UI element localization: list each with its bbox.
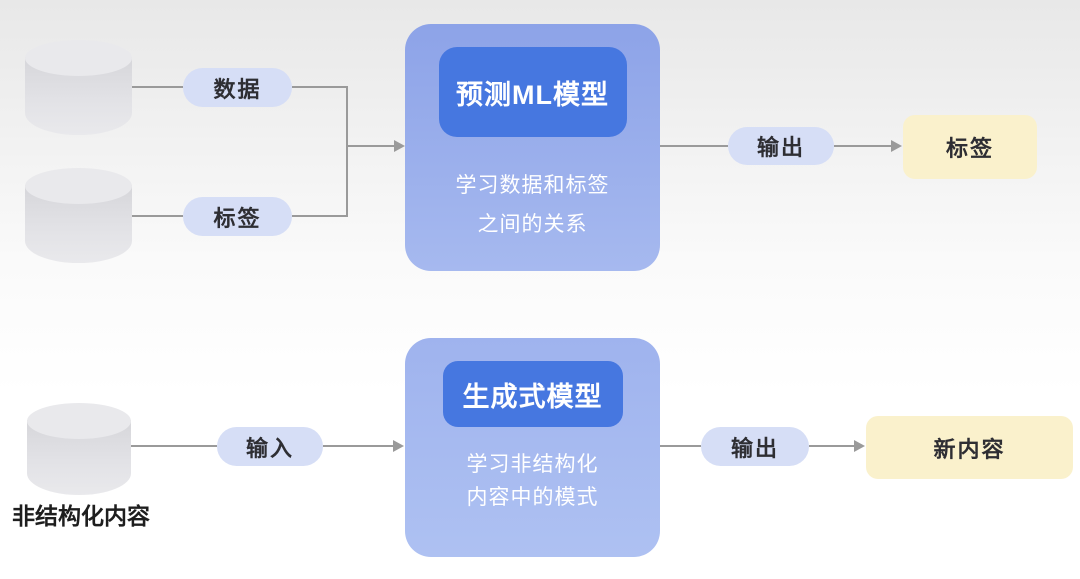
predictive-model-box: 预测ML模型 学习数据和标签 之间的关系 [405,24,660,271]
connector-line [834,145,892,147]
connector-line [323,445,394,447]
result-box-new-content: 新内容 [866,416,1073,479]
arrowhead-icon [393,440,404,452]
predictive-model-title: 预测ML模型 [438,47,627,137]
generative-model-description: 学习非结构化 内容中的模式 [405,448,660,514]
arrowhead-icon [891,140,902,152]
connector-line [346,87,348,217]
connector-line [809,445,855,447]
description-line: 之间的关系 [477,213,588,236]
label-pill: 标签 [183,197,292,236]
database-top [25,40,132,76]
result-box-labels: 标签 [903,115,1037,179]
unstructured-content-label: 非结构化内容 [12,503,150,529]
database-icon [27,403,131,495]
description-line: 内容中的模式 [466,486,599,509]
generative-model-title: 生成式模型 [442,361,623,427]
connector-line [292,86,348,88]
connector-line [132,86,183,88]
connector-line [132,215,183,217]
data-pill: 数据 [183,68,292,107]
arrowhead-icon [854,440,865,452]
description-line: 学习非结构化 [466,453,599,476]
database-icon [25,40,132,135]
input-pill: 输入 [217,427,323,466]
connector-line [292,215,348,217]
predictive-model-description: 学习数据和标签 之间的关系 [405,166,660,244]
generative-model-box: 生成式模型 学习非结构化 内容中的模式 [405,338,660,557]
connector-line [660,145,728,147]
output-pill: 输出 [701,427,809,466]
connector-line [660,445,701,447]
connector-line [131,445,217,447]
arrowhead-icon [394,140,405,152]
output-pill: 输出 [728,127,834,165]
database-icon [25,168,132,263]
description-line: 学习数据和标签 [455,174,610,197]
connector-line [346,145,395,147]
database-top [27,403,131,439]
database-top [25,168,132,204]
